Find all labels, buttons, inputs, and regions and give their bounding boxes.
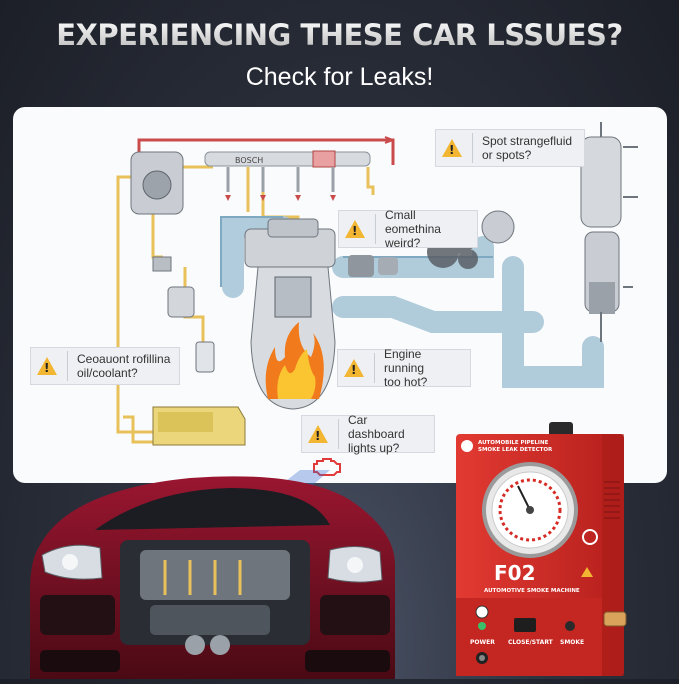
- subline: Check for Leaks!: [245, 63, 434, 91]
- diagram-panel: BOSCH: [13, 107, 667, 483]
- svg-text:POWER: POWER: [470, 639, 495, 646]
- svg-text:CLOSE/START: CLOSE/START: [508, 639, 554, 646]
- close-start-switch: [514, 618, 536, 632]
- rail-brand: BOSCH: [235, 156, 263, 165]
- smoke-machine: AUTOMOBILE PIPELINE SMOKE LEAK DETECTOR …: [452, 422, 630, 684]
- svg-text:SMOKE LEAK DETECTOR: SMOKE LEAK DETECTOR: [478, 447, 553, 453]
- svg-text:SMOKE: SMOKE: [560, 639, 584, 646]
- engine-diagram: BOSCH: [116, 122, 638, 446]
- warning-icon: [442, 139, 462, 157]
- warning-icon: [344, 359, 364, 377]
- svg-text:AUTOMOBILE PIPELINE: AUTOMOBILE PIPELINE: [478, 440, 549, 446]
- sports-car: [30, 470, 395, 679]
- warning-icon: [308, 425, 328, 443]
- warning-icon: [345, 220, 365, 238]
- svg-text:F02: F02: [494, 561, 536, 585]
- warning-icon: [37, 357, 57, 375]
- flame-icon: [265, 322, 324, 399]
- check-engine-icon: [313, 458, 341, 476]
- pressure-gauge-icon: [482, 462, 578, 558]
- headline: EXPERIENCING THESE CAR LSSUES?: [0, 18, 679, 52]
- svg-text:AUTOMOTIVE SMOKE MACHINE: AUTOMOTIVE SMOKE MACHINE: [484, 588, 580, 594]
- fuel-rail: [204, 151, 371, 167]
- dpf-canister: [580, 136, 622, 228]
